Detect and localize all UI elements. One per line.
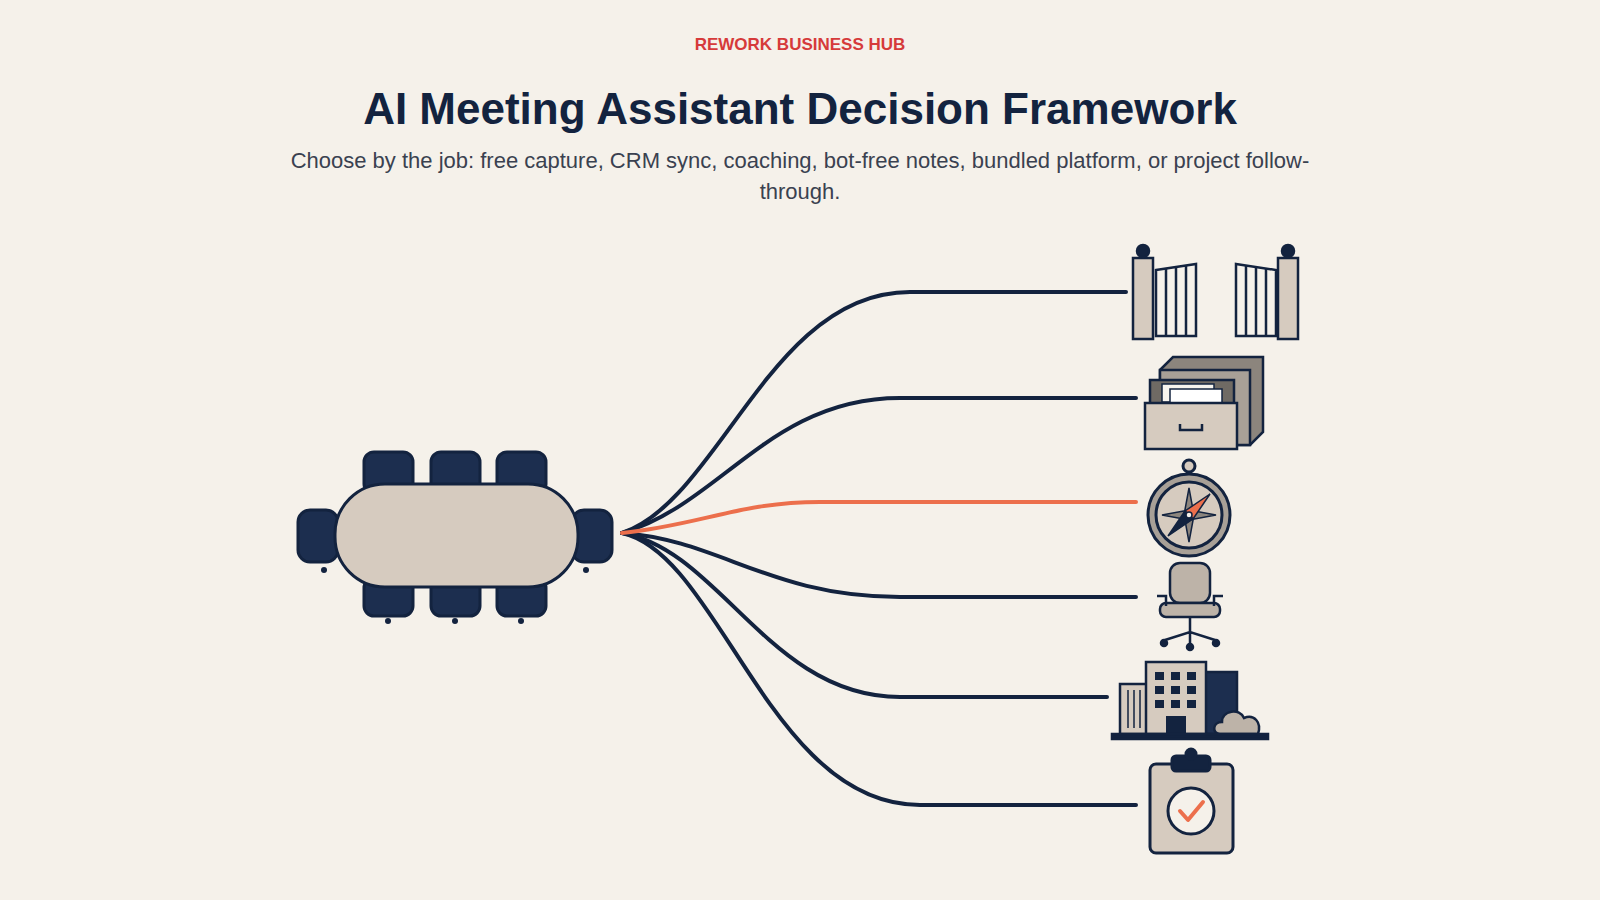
compass-needle [1185,494,1210,519]
highlight-line [622,502,1136,533]
gate-post [1133,258,1153,339]
building-icon [1112,662,1268,739]
drawer-front [1145,403,1237,449]
tower [1146,662,1206,734]
file-paper [1170,389,1222,403]
chair-arms [1157,596,1223,606]
compass-star [1162,488,1216,542]
check-circle [1168,788,1214,834]
low-building [1120,684,1148,734]
chair-seat [1160,603,1220,617]
window [1155,686,1164,694]
compass-face [1156,482,1222,548]
branch-line [622,398,1136,533]
caster [518,618,524,624]
clip-hole [1186,749,1196,759]
window [1155,700,1164,708]
gate-bars [1166,266,1266,336]
chair-base [1165,617,1215,644]
branch-line [622,533,1107,697]
caster [1187,644,1193,650]
chair-icon [1157,563,1223,650]
chair [298,510,338,562]
window [1171,686,1180,694]
caster [452,618,458,624]
drawer-inside [1150,380,1234,404]
building-lines [1128,690,1140,728]
caster [583,567,589,573]
post-cap [1282,245,1294,257]
conference-table [298,452,612,616]
ground [1112,734,1268,739]
caster [1213,640,1219,646]
caster [321,567,327,573]
window [1187,700,1196,708]
gate-post [1278,258,1298,339]
window [1187,686,1196,694]
clipboard-board [1150,764,1233,853]
casters [321,567,589,624]
drawer-handle [1180,424,1202,430]
caster [385,618,391,624]
cloud [1214,712,1259,734]
check-mark [1180,802,1203,820]
filing-cabinet-icon [1145,357,1263,449]
diagram-subtitle: Choose by the job: free capture, CRM syn… [255,145,1345,207]
compass-icon [1148,460,1230,556]
compass-outer [1148,474,1230,556]
diagram-title: AI Meeting Assistant Decision Framework [363,82,1237,136]
post-cap [1137,245,1149,257]
compass-pin [1186,512,1192,518]
compass-needle [1168,511,1193,536]
gate-icon [1133,245,1298,339]
window [1187,672,1196,680]
compass-ring [1183,460,1195,472]
chair-back [1170,563,1210,603]
branch-line [622,292,1126,533]
windows [1155,672,1196,734]
caster [1161,640,1167,646]
branch-line [622,533,1136,805]
window [1155,672,1164,680]
window [1171,672,1180,680]
brand-label: REWORK BUSINESS HUB [695,35,906,55]
clipboard-icon [1150,749,1233,853]
window [1171,700,1180,708]
fan-lines [622,292,1136,805]
door [1166,716,1186,734]
table-top [335,484,578,587]
branch-line [622,533,1136,597]
